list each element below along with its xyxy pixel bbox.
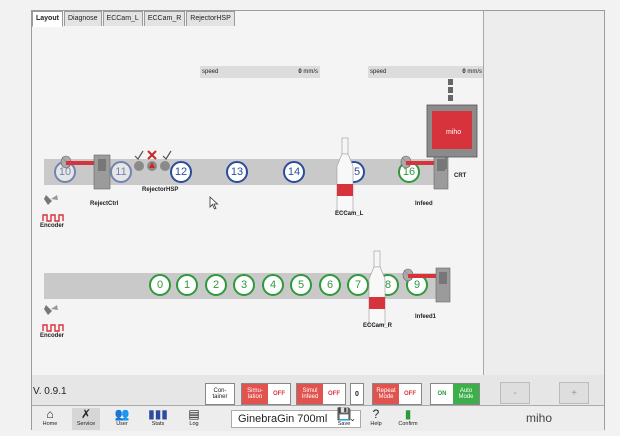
repeat-mode-toggle[interactable]: Repeat Mode OFF [372, 383, 422, 405]
encoder-label: Encoder [40, 333, 65, 339]
repeat-mode-state: OFF [404, 391, 416, 397]
simul-infeed-state: OFF [328, 391, 340, 397]
bar-chart-icon: ▮▮▮ [148, 407, 168, 421]
position-marker[interactable]: 11 [110, 161, 132, 183]
speed-value-group: 0 mm/s [462, 66, 482, 78]
confirm-label: Confirm [398, 421, 418, 427]
simulation-state: OFF [273, 391, 285, 397]
speed-label: speed [202, 69, 219, 75]
log-icon: ▤ [188, 407, 200, 421]
auto-mode-label: Auto Mode [453, 384, 479, 404]
reject-ctrl-sensor-icon[interactable] [52, 151, 112, 191]
brand-logo: miho [526, 411, 553, 425]
help-label: Help [370, 421, 382, 427]
position-marker[interactable]: 6 [319, 274, 341, 296]
right-panel [484, 11, 604, 375]
reject-ctrl-label: RejectCtrl [90, 201, 119, 207]
log-button[interactable]: ▤ Log [180, 408, 208, 430]
product-name: GinebraGin 700ml [238, 413, 328, 425]
simul-infeed-toggle[interactable]: Simul Infeed OFF [296, 383, 346, 405]
position-marker[interactable]: 0 [149, 274, 171, 296]
mouse-cursor-icon [209, 196, 219, 210]
crt-box-brand: miho [446, 129, 462, 136]
position-marker[interactable]: 7 [347, 274, 369, 296]
position-marker[interactable]: 13 [226, 161, 248, 183]
save-icon: 💾 [336, 407, 352, 421]
infeed1-sensor-icon[interactable] [398, 264, 458, 304]
crt-label: CRT [454, 173, 467, 179]
position-marker[interactable]: 2 [205, 274, 227, 296]
infeed-sensor-icon[interactable] [396, 151, 456, 191]
position-marker[interactable]: 12 [170, 161, 192, 183]
help-icon: ? [372, 407, 380, 421]
auto-mode-state: ON [437, 391, 447, 397]
speed-unit: mm/s [467, 69, 482, 75]
tab-bar: Layout Diagnose ECCam_L ECCam_R Rejector… [32, 11, 236, 27]
speed-display-2: speed 0 mm/s [368, 66, 483, 78]
rejector-status-icons [134, 150, 172, 171]
encoder-label: Encoder [40, 223, 65, 229]
speed-unit: mm/s [303, 69, 318, 75]
bottle-icon[interactable] [365, 249, 389, 329]
plus-button[interactable]: + [559, 382, 589, 404]
position-marker[interactable]: 3 [233, 274, 255, 296]
infeed1-label: Infeed1 [415, 314, 437, 320]
speed-label: speed [370, 69, 387, 75]
home-label: Home [42, 421, 58, 427]
tab-eccam-r[interactable]: ECCam_R [143, 11, 186, 26]
eccam-l-label: ECCam_L [335, 211, 364, 217]
bottle-icon[interactable] [333, 136, 357, 216]
counter-field[interactable]: 0 [350, 383, 364, 405]
layout-view: Layout Diagnose ECCam_L ECCam_R Rejector… [32, 11, 484, 375]
container-button[interactable]: Con- tainer [205, 383, 235, 405]
tools-icon: ✗ [80, 407, 92, 421]
service-button[interactable]: ✗ Service [72, 408, 100, 430]
save-button[interactable]: 💾 Save [330, 408, 358, 430]
position-marker[interactable]: 1 [176, 274, 198, 296]
speed-value: 0 [462, 69, 466, 75]
version-label: V. 0.9.1 [33, 386, 67, 397]
simulation-toggle[interactable]: Simu- lation OFF [241, 383, 291, 405]
repeat-mode-label: Repeat Mode [373, 384, 399, 404]
infeed-label: Infeed [415, 201, 433, 207]
stats-button[interactable]: ▮▮▮ Stats [144, 408, 172, 430]
save-label: Save [337, 421, 351, 427]
encoder-icon [42, 305, 64, 332]
speed-value-group: 0 mm/s [298, 66, 318, 78]
home-icon: ⌂ [46, 407, 54, 421]
eccam-r-label: ECCam_R [363, 323, 393, 329]
stats-label: Stats [151, 421, 165, 427]
user-label: User [116, 421, 128, 427]
rejector-label: RejectorHSP [142, 187, 179, 193]
minus-button[interactable]: - [500, 382, 530, 404]
bottom-toolbar: ⌂ Home ✗ Service 👥 User ▮▮▮ Stats ▤ Log … [32, 405, 604, 431]
simul-infeed-label: Simul Infeed [297, 384, 323, 404]
tab-layout[interactable]: Layout [32, 11, 63, 27]
product-select[interactable]: GinebraGin 700ml ⌄ [231, 410, 361, 428]
position-marker[interactable]: 10 [54, 161, 76, 183]
simulation-label: Simu- lation [242, 384, 268, 404]
auto-mode-toggle[interactable]: ON Auto Mode [430, 383, 480, 405]
speed-value: 0 [298, 69, 302, 75]
confirm-button[interactable]: ▮ Confirm [394, 408, 422, 430]
help-button[interactable]: ? Help [362, 408, 390, 430]
confirm-icon: ▮ [404, 407, 412, 421]
speed-display-1: speed 0 mm/s [200, 66, 320, 78]
position-marker[interactable]: 14 [283, 161, 305, 183]
log-label: Log [189, 421, 199, 427]
tab-rejectorhsp[interactable]: RejectorHSP [186, 11, 235, 26]
tab-diagnose[interactable]: Diagnose [63, 11, 102, 26]
users-icon: 👥 [114, 407, 130, 421]
position-marker[interactable]: 5 [290, 274, 312, 296]
tab-eccam-l[interactable]: ECCam_L [102, 11, 143, 26]
user-button[interactable]: 👥 User [108, 408, 136, 430]
chevron-down-icon: ⌄ [349, 414, 356, 423]
home-button[interactable]: ⌂ Home [36, 408, 64, 430]
crt-unit-icon[interactable] [424, 79, 484, 171]
encoder-icon [42, 195, 64, 222]
service-label: Service [76, 421, 96, 427]
position-marker[interactable]: 4 [262, 274, 284, 296]
